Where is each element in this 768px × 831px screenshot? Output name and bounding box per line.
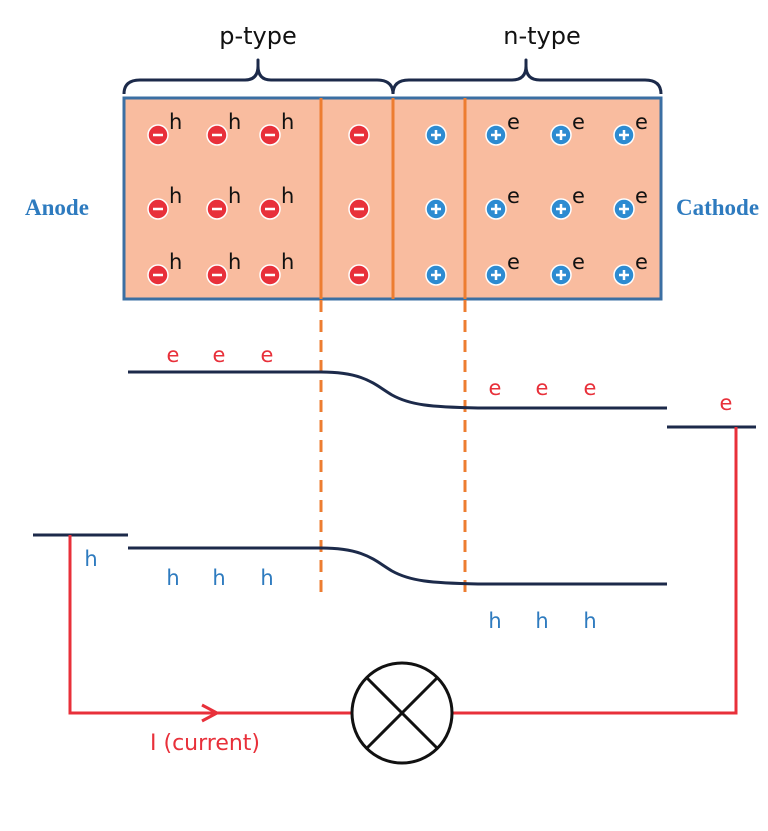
hole-carrier: h — [281, 250, 294, 274]
conduction-electron: e — [489, 376, 502, 400]
conduction-band — [128, 370, 667, 410]
acceptor-ion-icon — [147, 264, 169, 286]
p-type-brace — [122, 58, 395, 95]
donor-ion-icon — [485, 124, 507, 146]
n-type-label: n-type — [503, 22, 580, 50]
depleted-acceptor-ion-icon — [348, 198, 370, 220]
valence-hole: h — [260, 566, 273, 590]
valence-hole: h — [488, 609, 501, 633]
hole-carrier: h — [228, 184, 241, 208]
donor-ion-icon — [613, 198, 635, 220]
donor-ion-icon — [550, 124, 572, 146]
conduction-electron: e — [213, 343, 226, 367]
valence-hole: h — [583, 609, 596, 633]
anode-hole: h — [84, 547, 97, 571]
circuit-wire — [68, 427, 738, 715]
hole-carrier: h — [281, 110, 294, 134]
valence-band — [128, 546, 667, 586]
hole-carrier: h — [228, 250, 241, 274]
acceptor-ion-icon — [259, 264, 281, 286]
electron-carrier: e — [572, 184, 585, 208]
hole-carrier: h — [281, 184, 294, 208]
electron-carrier: e — [507, 110, 520, 134]
acceptor-ion-icon — [259, 198, 281, 220]
band-carrier-layer: e h e h e h e h e h e h e h — [84, 343, 732, 633]
valence-hole: h — [535, 609, 548, 633]
conduction-electron: e — [167, 343, 180, 367]
depleted-donor-ion-icon — [425, 198, 447, 220]
electron-carrier: e — [635, 250, 648, 274]
depleted-donor-ion-icon — [425, 264, 447, 286]
valence-hole: h — [212, 566, 225, 590]
n-type-brace — [391, 58, 663, 95]
electron-carrier: e — [572, 250, 585, 274]
acceptor-ion-icon — [147, 198, 169, 220]
conduction-electron: e — [261, 343, 274, 367]
hole-carrier: h — [169, 184, 182, 208]
acceptor-ion-icon — [206, 124, 228, 146]
hole-carrier: h — [169, 250, 182, 274]
electron-carrier: e — [572, 110, 585, 134]
donor-ion-icon — [550, 264, 572, 286]
anode-label: Anode — [25, 195, 89, 220]
electron-carrier: e — [635, 110, 648, 134]
cathode-electron: e — [720, 391, 733, 415]
depleted-acceptor-ion-icon — [348, 264, 370, 286]
donor-ion-icon — [613, 124, 635, 146]
donor-ion-icon — [485, 264, 507, 286]
current-label: I (current) — [150, 731, 260, 756]
electron-carrier: e — [635, 184, 648, 208]
depleted-acceptor-ion-icon — [348, 124, 370, 146]
acceptor-ion-icon — [206, 264, 228, 286]
cathode-label: Cathode — [676, 195, 759, 220]
electron-carrier: e — [507, 250, 520, 274]
acceptor-ion-icon — [206, 198, 228, 220]
valence-hole: h — [166, 566, 179, 590]
charge-layer: h h h e e e h h h e e e h h h e e e — [147, 110, 648, 286]
conduction-electron: e — [536, 376, 549, 400]
donor-ion-icon — [613, 264, 635, 286]
current-arrow-icon — [201, 703, 221, 723]
donor-ion-icon — [550, 198, 572, 220]
electron-carrier: e — [507, 184, 520, 208]
hole-carrier: h — [228, 110, 241, 134]
acceptor-ion-icon — [147, 124, 169, 146]
lamp-icon — [350, 661, 454, 765]
depleted-donor-ion-icon — [425, 124, 447, 146]
p-type-label: p-type — [219, 22, 297, 50]
hole-carrier: h — [169, 110, 182, 134]
conduction-electron: e — [584, 376, 597, 400]
acceptor-ion-icon — [259, 124, 281, 146]
donor-ion-icon — [485, 198, 507, 220]
